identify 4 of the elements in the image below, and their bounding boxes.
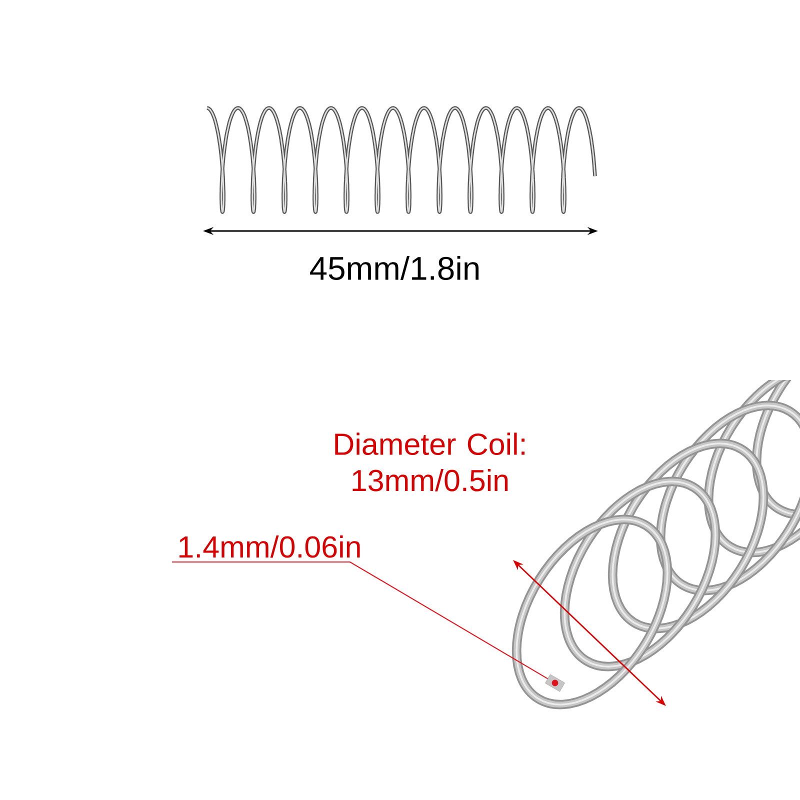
dimension-label: 45mm/1.8in	[310, 256, 479, 280]
callout-text: 1.4mm/0.06in	[180, 535, 360, 558]
dimension-label: Diameter Coil: 13mm/0.5in	[335, 432, 524, 492]
leader-line	[172, 561, 548, 680]
